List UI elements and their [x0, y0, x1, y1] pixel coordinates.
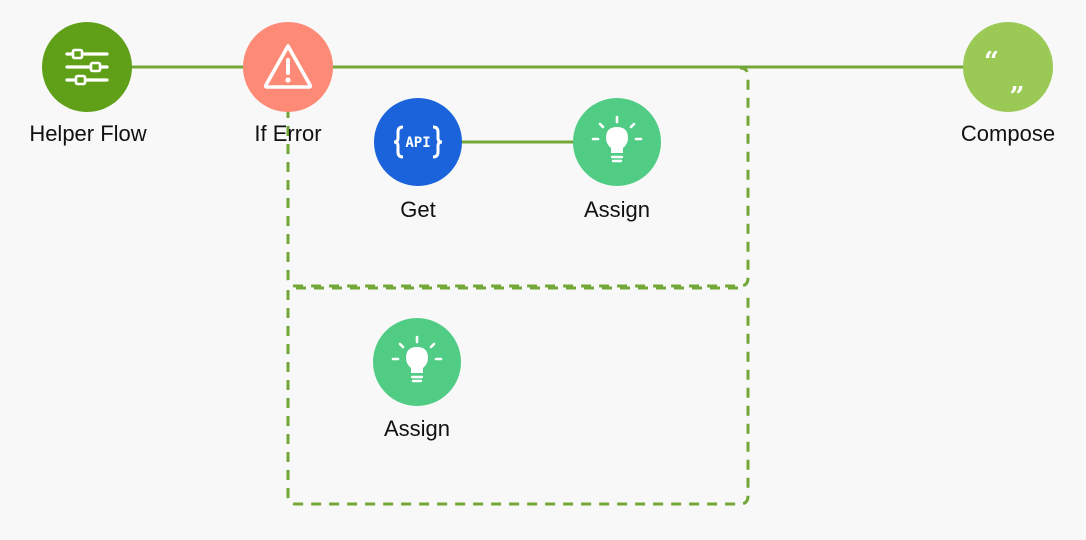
node-assign-success[interactable]	[573, 98, 661, 186]
node-label-assign-error: Assign	[383, 416, 451, 441]
svg-text:“: “	[984, 47, 999, 77]
quote-icon: “ „	[984, 47, 1025, 94]
warning-icon	[263, 44, 313, 89]
node-label-helper-flow: Helper Flow	[29, 121, 147, 146]
api-icon: API	[393, 125, 443, 159]
node-label-assign-success: Assign	[583, 197, 651, 222]
branch-error-outline	[286, 286, 750, 506]
node-label-get: Get	[400, 197, 436, 222]
node-compose[interactable]: “ „	[963, 22, 1053, 112]
node-helper-flow[interactable]	[42, 22, 132, 112]
lightbulb-icon	[591, 115, 643, 163]
node-label-compose: Compose	[960, 121, 1056, 146]
node-label-if-error: If Error	[254, 121, 322, 146]
branch-success-outline	[286, 66, 750, 288]
svg-text:„: „	[1010, 67, 1025, 94]
sliders-icon	[65, 48, 109, 86]
node-assign-error[interactable]	[373, 318, 461, 406]
lightbulb-icon	[391, 335, 443, 383]
node-get[interactable]: API	[374, 98, 462, 186]
svg-text:API: API	[405, 135, 430, 151]
node-if-error[interactable]	[243, 22, 333, 112]
